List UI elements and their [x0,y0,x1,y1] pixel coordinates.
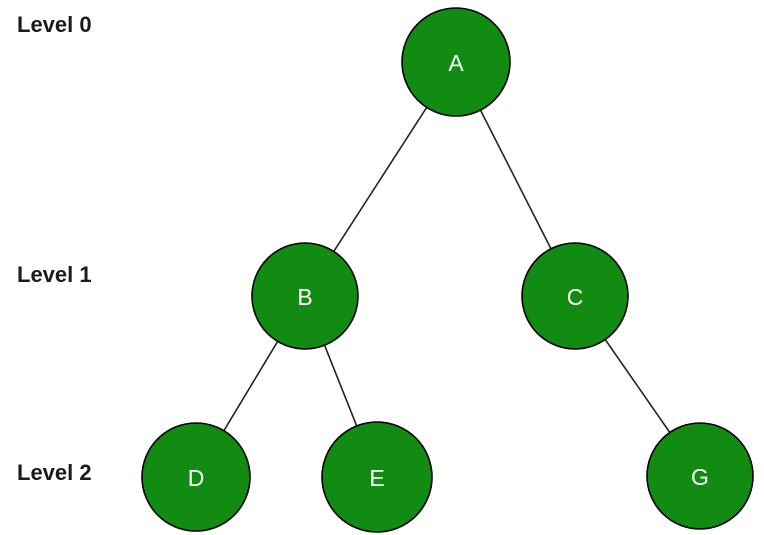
node-label-G: G [691,464,709,490]
tree-node-C: C [521,242,629,350]
node-circle-A [401,7,511,117]
node-circle-E [321,421,433,533]
tree-node-D: D [141,422,251,532]
node-label-C: C [567,284,584,310]
node-label-A: A [448,50,464,76]
tree-node-B: B [251,242,359,350]
tree-node-G: G [646,422,754,530]
node-circle-C [521,242,629,350]
node-circle-D [141,422,251,532]
node-label-D: D [188,465,205,491]
level-0-label: Level 0 [17,12,92,37]
tree-node-A: A [401,7,511,117]
nodes-layer: A B C D E G [141,7,754,533]
tree-node-E: E [321,421,433,533]
node-label-B: B [297,284,312,310]
node-circle-B [251,242,359,350]
level-1-label: Level 1 [17,262,92,287]
node-label-E: E [369,465,384,491]
node-circle-G [646,422,754,530]
level-2-label: Level 2 [17,460,92,485]
